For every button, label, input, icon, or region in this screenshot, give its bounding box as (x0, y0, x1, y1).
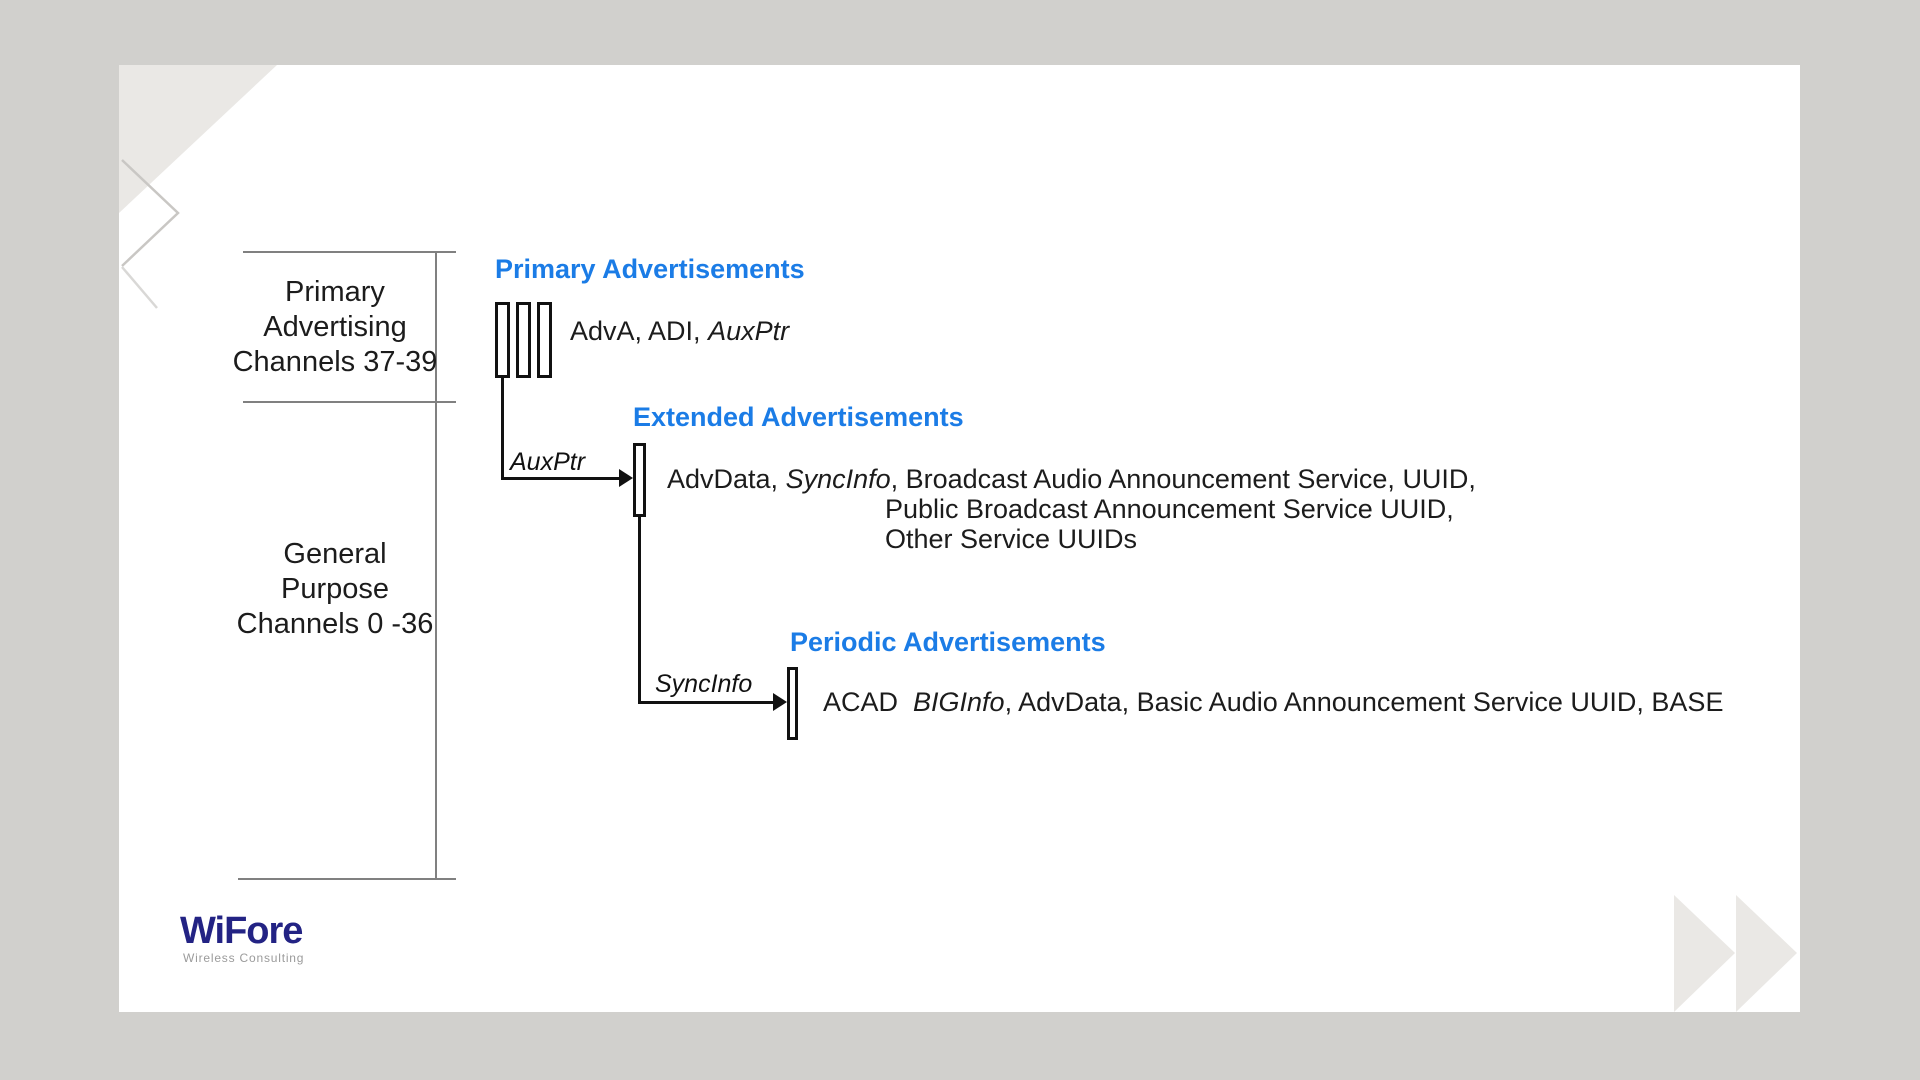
wifore-logo: WiFore Wireless Consulting (180, 911, 304, 965)
periodic-payload-biginfo: BIGInfo (913, 687, 1005, 717)
syncinfo-arrow-vertical (638, 515, 641, 704)
general-channels-label-line3: Channels 0 -36 (236, 608, 434, 640)
extended-adv-bar (633, 443, 646, 517)
primary-advertisements-title: Primary Advertisements (495, 254, 805, 284)
corner-triangle-fill (119, 65, 277, 213)
slide: Primary Advertising Channels 37-39 Gener… (119, 65, 1800, 1012)
periodic-adv-bar (787, 667, 798, 740)
syncinfo-arrow-label: SyncInfo (655, 670, 752, 699)
primary-channel-bar-2 (516, 302, 531, 378)
primary-channels-label-line3: Channels 37-39 (232, 346, 438, 378)
bracket-line-vertical (435, 252, 437, 879)
general-channels-label-line1: General (283, 538, 387, 570)
primary-channel-bar-1 (495, 302, 510, 378)
primary-payload-auxptr: AuxPtr (708, 316, 790, 346)
fast-forward-triangle-2 (1736, 895, 1797, 1012)
auxptr-arrow-vertical (501, 376, 504, 480)
syncinfo-arrowhead-icon (773, 693, 787, 711)
bracket-line-top (243, 251, 456, 253)
extended-payload-line1-post: , Broadcast Audio Announcement Service, … (890, 464, 1476, 494)
auxptr-arrowhead-icon (619, 469, 633, 487)
primary-channels-label-line2: Advertising (263, 311, 407, 343)
extended-payload-line2: Public Broadcast Announcement Service UU… (885, 494, 1454, 524)
periodic-advertisements-title: Periodic Advertisements (790, 627, 1106, 657)
extended-advertisements-title: Extended Advertisements (633, 402, 964, 432)
general-channels-label: General Purpose Channels 0 -36 (215, 537, 455, 642)
periodic-payload-pre: ACAD (823, 687, 914, 717)
general-channels-label-line2: Purpose (280, 573, 389, 605)
auxptr-arrow-label: AuxPtr (510, 448, 585, 477)
extended-payload-line1-pre: AdvData, (667, 464, 786, 494)
primary-channels-label: Primary Advertising Channels 37-39 (215, 275, 455, 380)
primary-payload: AdvA, ADI, AuxPtr (570, 316, 789, 346)
syncinfo-arrow-horizontal (638, 701, 775, 704)
wifore-logo-name: WiFore (180, 910, 303, 952)
chevron-decor-icon (121, 159, 180, 267)
bracket-line-bottom (238, 878, 456, 880)
syncinfo-arrow-label-text: SyncInfo (655, 670, 753, 698)
auxptr-arrow-label-text: AuxPtr (510, 448, 586, 476)
extended-payload-syncinfo: SyncInfo (785, 464, 891, 494)
primary-channels-label-line1: Primary (285, 276, 385, 308)
extended-payload-line3: Other Service UUIDs (885, 524, 1138, 554)
primary-payload-text: AdvA, ADI, (570, 316, 709, 346)
fast-forward-triangle-1 (1674, 895, 1735, 1012)
primary-channel-bar-3 (537, 302, 552, 378)
periodic-payload: ACAD BIGInfo, AdvData, Basic Audio Annou… (823, 687, 1723, 717)
corner-triangle-decor (119, 65, 277, 309)
bracket-line-middle (243, 401, 456, 403)
extended-payload-line1: AdvData, SyncInfo, Broadcast Audio Annou… (667, 464, 1476, 494)
auxptr-arrow-horizontal (501, 477, 621, 480)
chevron-decor-tail (121, 266, 158, 309)
wifore-logo-tagline: Wireless Consulting (183, 951, 305, 965)
extended-payload: AdvData, SyncInfo, Broadcast Audio Annou… (667, 464, 1476, 554)
periodic-payload-post: , AdvData, Basic Audio Announcement Serv… (1004, 687, 1724, 717)
